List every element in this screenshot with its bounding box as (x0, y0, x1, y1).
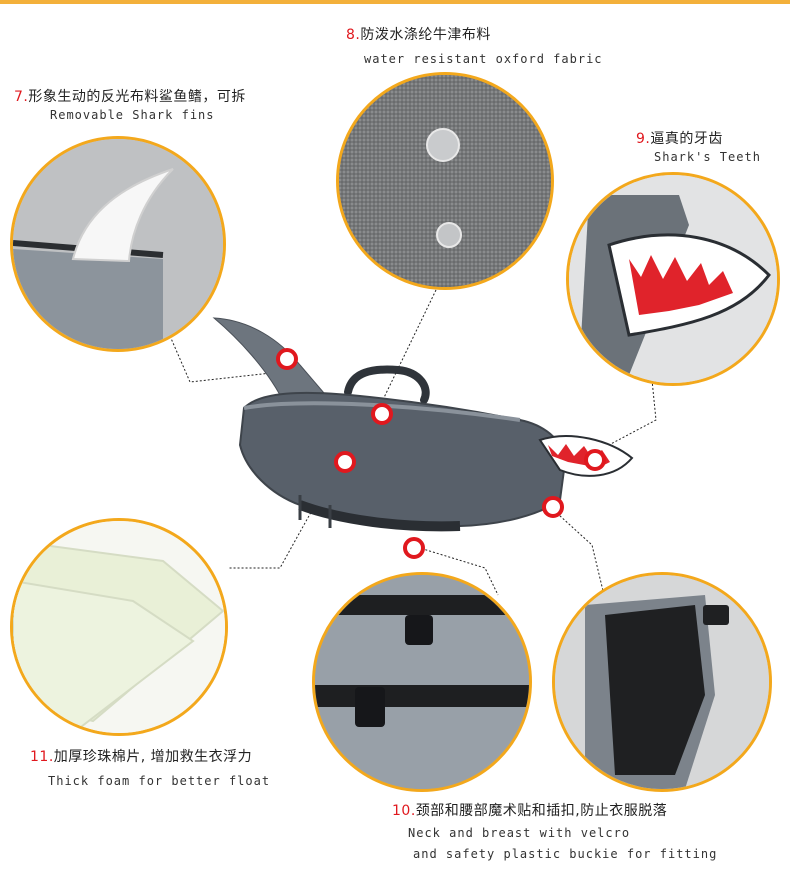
buckle-caption-cn: 10.颈部和腰部魔术贴和插扣,防止衣服脱落 (392, 800, 667, 820)
buckle-text-cn: 颈部和腰部魔术贴和插扣,防止衣服脱落 (415, 803, 668, 819)
buckle-top (405, 615, 433, 645)
teeth-text-cn: 逼真的牙齿 (650, 131, 723, 147)
water-droplet-small (436, 222, 462, 248)
velcro-patch (605, 605, 705, 775)
teeth-marker (584, 449, 606, 471)
fin-marker (276, 348, 298, 370)
foam-marker (334, 451, 356, 473)
fabric-caption-en: water resistant oxford fabric (364, 52, 603, 66)
buckle-left-marker (403, 537, 425, 559)
fin-detail-circle (10, 136, 226, 352)
vest-trim (243, 401, 521, 422)
foam-sheet-2 (13, 579, 195, 733)
side-straps (298, 495, 332, 528)
teeth-detail-circle (566, 172, 780, 386)
teeth-leader (589, 379, 657, 456)
fin-caption-en: Removable Shark fins (50, 108, 215, 122)
buckle-number: 10. (392, 803, 416, 819)
carry-handle (344, 365, 430, 404)
foam-caption-cn: 11.加厚珍珠棉片, 增加救生衣浮力 (30, 746, 252, 766)
buckle-detail-circle (312, 572, 532, 792)
teeth-closeup (629, 255, 733, 315)
teeth-caption-en: Shark's Teeth (654, 150, 761, 164)
fabric-detail-circle (336, 72, 554, 290)
fin-leader (169, 335, 281, 383)
buckle-right-marker (542, 496, 564, 518)
foam-detail-circle (10, 518, 228, 736)
foam-caption-en: Thick foam for better float (48, 774, 271, 788)
buckle-bottom (355, 687, 385, 727)
fin-closeup (71, 168, 174, 263)
velcro-detail-circle (552, 572, 772, 792)
buckle-caption-en-2: and safety plastic buckie for fitting (413, 847, 718, 861)
buckle-right-leader (547, 504, 605, 596)
buckle-caption-en-1: Neck and breast with velcro (408, 826, 631, 840)
teeth-caption-cn: 9.逼真的牙齿 (636, 128, 723, 148)
water-droplet (426, 128, 460, 162)
fabric-text-cn: 防泼水涤纶牛津布料 (360, 27, 491, 43)
fabric-caption-cn: 8.防泼水涤纶牛津布料 (346, 24, 491, 44)
fabric-number: 8. (346, 27, 361, 43)
fin-number: 7. (14, 89, 29, 105)
dorsal-fin (212, 317, 332, 401)
side-buckle (703, 605, 729, 625)
belly-strap (298, 500, 461, 532)
fin-text-cn: 形象生动的反光布料鲨鱼鳍，可拆 (28, 89, 246, 105)
teeth-number: 9. (636, 131, 651, 147)
shark-vest (212, 317, 634, 532)
foam-number: 11. (30, 749, 54, 765)
vest-body (238, 391, 568, 528)
foam-text-cn: 加厚珍珠棉片, 增加救生衣浮力 (53, 749, 253, 765)
top-accent-bar (0, 0, 790, 4)
fabric-marker (371, 403, 393, 425)
fin-caption-cn: 7.形象生动的反光布料鲨鱼鳍，可拆 (14, 86, 246, 106)
